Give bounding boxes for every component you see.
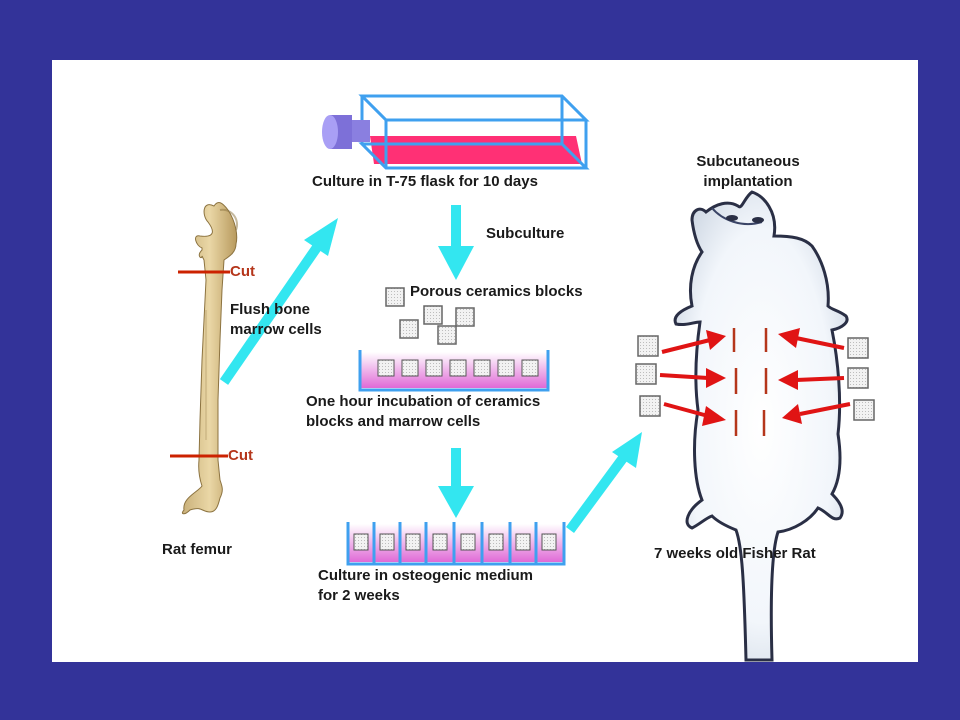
flush-label-line2: marrow cells	[230, 321, 322, 338]
diagram-graphics	[170, 94, 875, 662]
ceramic-block-icon	[385, 287, 475, 345]
ceramic-block-icon	[635, 335, 875, 421]
osteogenic-label-line1: Culture in osteogenic medium	[318, 567, 534, 584]
cut-label-top: Cut	[230, 263, 255, 280]
implantation-label-line1: Subcutaneous	[696, 153, 800, 170]
rat-icon	[673, 190, 849, 662]
incubation-label-line2: blocks and marrow cells	[306, 413, 481, 430]
osteogenic-label-line2: for 2 weeks	[318, 587, 400, 604]
osteogenic-label: Culture in osteogenic medium for 2 weeks	[318, 566, 533, 606]
implantation-label-line2: implantation	[703, 173, 793, 190]
incubation-label-line1: One hour incubation of ceramics	[306, 393, 541, 410]
flush-label-line1: Flush bone	[230, 301, 310, 318]
rat-label: 7 weeks old Fisher Rat	[654, 545, 816, 562]
bone-icon	[181, 202, 238, 515]
diagram-panel: Culture in T-75 flask for 10 days Subcul…	[52, 60, 918, 662]
subculture-label: Subculture	[486, 225, 565, 242]
culture-dish-icon	[358, 350, 550, 392]
culture-dish-icon	[346, 522, 566, 566]
femur-label: Rat femur	[162, 541, 233, 558]
arrow-icon	[659, 328, 851, 426]
flask-label: Culture in T-75 flask for 10 days	[312, 173, 538, 190]
cut-label-bottom: Cut	[228, 447, 253, 464]
incubation-label: One hour incubation of ceramics blocks a…	[306, 392, 540, 432]
flush-label: Flush bone marrow cells	[230, 300, 322, 340]
implantation-label: Subcutaneous implantation	[668, 152, 828, 192]
flask-icon	[322, 94, 590, 170]
arrow-icon	[219, 205, 642, 533]
ceramics-label: Porous ceramics blocks	[410, 283, 583, 300]
